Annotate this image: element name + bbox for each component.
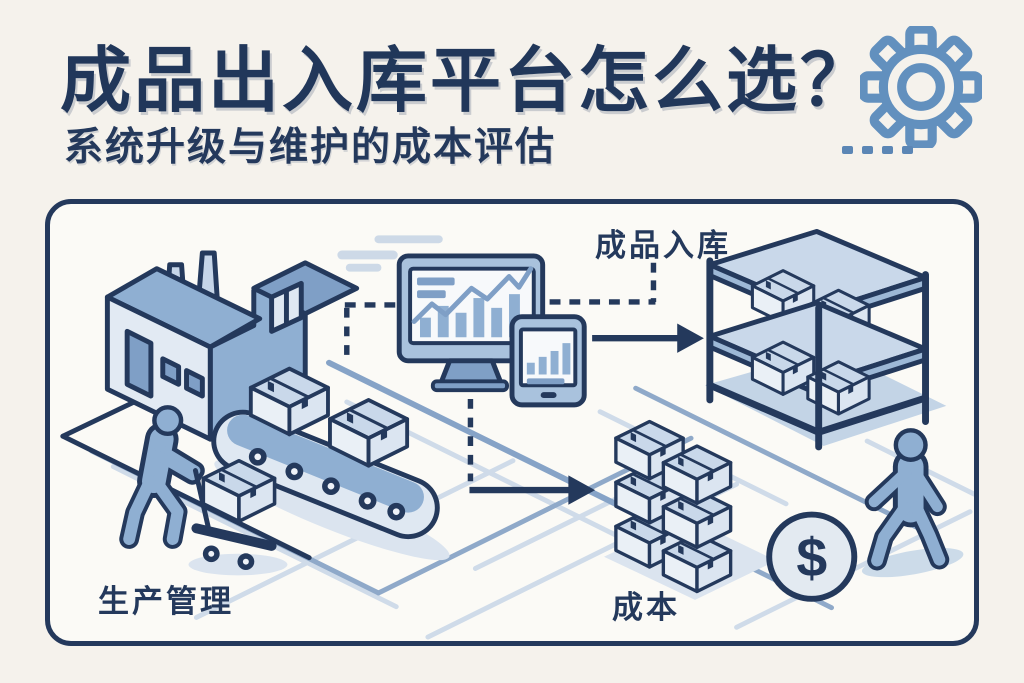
tablet-icon: [509, 314, 587, 408]
label-cost: 成本: [612, 590, 680, 625]
factory-window: [160, 356, 182, 387]
speed-lines: [337, 235, 443, 272]
hand-cart-icon: [191, 523, 277, 570]
monitor-icon: [396, 253, 546, 393]
arrow-right-icon: [469, 475, 596, 505]
dollar-coin-icon: $: [766, 511, 858, 602]
conveyor-rollers: [248, 447, 406, 521]
gear-icon: [860, 26, 982, 148]
dashed-connectors: [344, 262, 657, 482]
arrow-right-icon: [592, 323, 704, 353]
conveyor-belt-icon: [211, 366, 440, 540]
dollar-symbol: $: [796, 527, 827, 589]
person-head: [893, 428, 928, 462]
factory-window: [184, 368, 205, 399]
label-production-management: 生产管理: [98, 584, 234, 619]
rack-frame: [706, 257, 929, 451]
illustration-panel: $ 成品入库: [45, 199, 979, 646]
monitor-chart: [411, 266, 534, 338]
factory-door: [124, 328, 154, 399]
page-title: 成品出入库平台怎么选？: [60, 42, 875, 121]
walking-person-icon: [864, 428, 950, 571]
tablet-chart: [526, 343, 571, 375]
dotted-line-icon: [842, 146, 913, 154]
storage-rack-icon: [706, 228, 929, 451]
worker-head: [152, 405, 184, 436]
monitor-base: [430, 379, 510, 393]
gear-hub: [897, 63, 945, 111]
warehouse-illustration: $: [60, 228, 974, 640]
tablet-home-button: [540, 392, 557, 399]
worker-with-cart: [119, 405, 277, 570]
page-subtitle: 系统升级与维护的成本评估: [64, 126, 557, 169]
label-finished-goods-inbound: 成品入库: [595, 228, 731, 263]
